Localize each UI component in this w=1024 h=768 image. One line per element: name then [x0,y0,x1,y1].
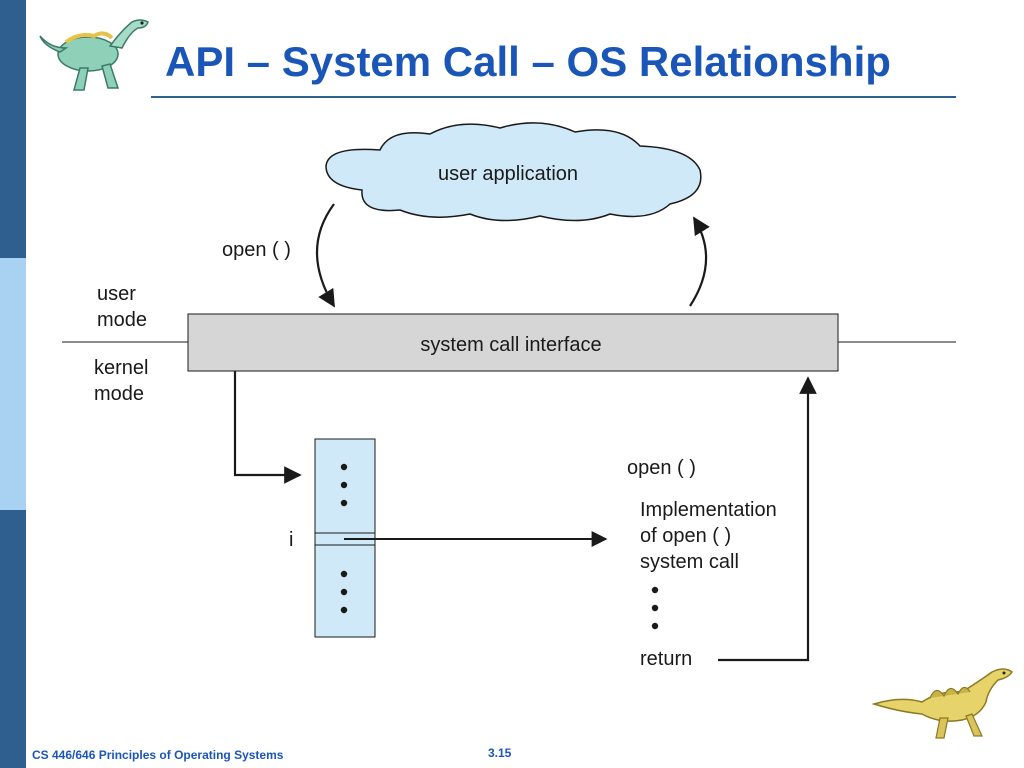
call-label: open ( ) [222,239,291,261]
cloud-label: user application [438,163,578,185]
impl-ellipsis-dot [651,622,659,630]
title-underline [151,96,956,98]
slide-title: API – System Call – OS Relationship [165,38,891,85]
kernel-mode-label-line2: mode [94,383,144,405]
return-arrow [718,376,817,662]
return-to-user-arrow [689,216,710,307]
user-mode-label-line1: user [97,283,136,305]
impl-line-3: system call [640,551,739,573]
table-index-label: i [289,529,293,551]
call-arrow [316,203,335,308]
dinosaur-logo-icon [39,19,149,91]
table-ellipsis-dot [340,588,348,596]
return-label: return [640,648,692,670]
table-ellipsis-dot [340,570,348,578]
impl-title: open ( ) [627,457,696,479]
table-ellipsis-dot [340,606,348,614]
table-ellipsis-dot [340,499,348,507]
impl-ellipsis-dot [651,604,659,612]
table-ellipsis-dot [340,481,348,489]
impl-ellipsis-dot [651,586,659,594]
user-application-cloud [325,122,702,222]
interface-label: system call interface [420,334,601,356]
dinosaur-mascot-icon [871,668,1014,739]
table-ellipsis-dot [340,463,348,471]
footer-course-name: CS 446/646 Principles of Operating Syste… [32,748,284,762]
dispatch-arrow [233,371,302,484]
kernel-mode-label-line1: kernel [94,357,148,379]
impl-line-2: of open ( ) [640,525,731,547]
impl-line-1: Implementation [640,499,777,521]
system-call-interface-box [187,313,839,372]
user-mode-label-line2: mode [97,309,147,331]
slide-sidebar-highlight [0,258,26,510]
footer-page-number: 3.15 [488,746,512,760]
